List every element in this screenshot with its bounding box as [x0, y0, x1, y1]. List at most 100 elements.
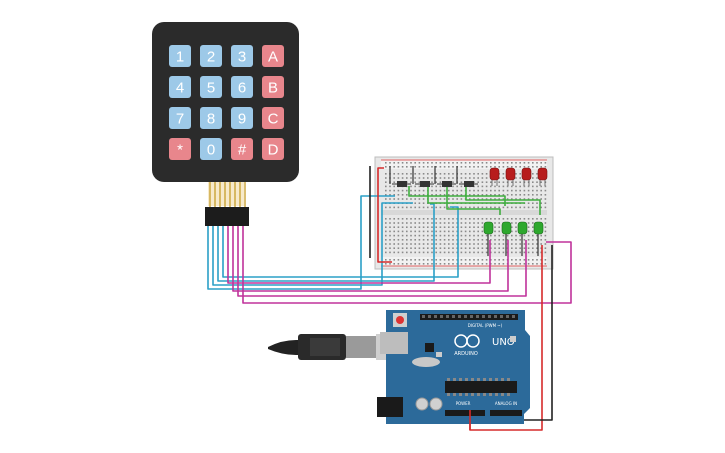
arduino-board[interactable]: DIGITAL (PWM ~) ARDUINO UNO [377, 310, 530, 424]
keypad-key-8[interactable]: 8 [200, 107, 222, 129]
keypad-key-#[interactable]: # [231, 138, 253, 160]
keypad-key-face [200, 45, 222, 67]
keypad-key-face [231, 45, 253, 67]
keypad-key-label: * [177, 142, 183, 159]
red-led [537, 167, 548, 181]
resistor [389, 166, 411, 187]
resistor [412, 166, 434, 187]
keypad-key-label: 5 [207, 80, 215, 97]
keypad-key-label: C [268, 111, 279, 128]
keypad-key-7[interactable]: 7 [169, 107, 191, 129]
ribbon-header [205, 207, 249, 226]
keypad-key-face [200, 76, 222, 98]
usb-plug-metal [346, 336, 376, 358]
small-chip [425, 343, 434, 352]
keypad-key-D[interactable]: D [262, 138, 284, 160]
wire-magenta-col3 [237, 226, 527, 297]
green-led [533, 221, 544, 235]
green-led [501, 221, 512, 235]
wire-blue-row1 [207, 195, 395, 290]
keypad-key-1[interactable]: 1 [169, 45, 191, 67]
crystal [412, 357, 440, 367]
keypad-key-A[interactable]: A [262, 45, 284, 67]
wire-blue-row4 [222, 206, 459, 278]
wire-green-3 [446, 186, 501, 215]
keypad-key-label: 0 [207, 142, 215, 159]
keypad-key-3[interactable]: 3 [231, 45, 253, 67]
bottom-power-rail [381, 257, 547, 266]
keypad-key-face [169, 45, 191, 67]
keypad-key-label: # [238, 142, 247, 159]
capacitor [429, 397, 443, 411]
ribbon-pins-area [208, 182, 244, 206]
wire-green-1 [408, 186, 506, 206]
wire-magenta-col2 [232, 226, 509, 292]
keypad-ribbon [205, 182, 249, 226]
keypad-key-*[interactable]: * [169, 138, 191, 160]
usb-jack [380, 332, 408, 354]
keypad-key-6[interactable]: 6 [231, 76, 253, 98]
digital-header-label: DIGITAL (PWM ~) [468, 323, 503, 328]
wire-blue-row2 [212, 202, 413, 286]
usb-cable [268, 334, 392, 360]
wire-red-rail [377, 167, 392, 263]
model-label: UNO [492, 337, 515, 348]
keypad-key-face [262, 107, 284, 129]
breadboard [374, 156, 554, 270]
power-jack [377, 397, 403, 417]
keypad-key-face [262, 45, 284, 67]
keypad-key-face [231, 76, 253, 98]
keypad-key-face [231, 107, 253, 129]
keypad-key-label: 2 [207, 49, 215, 66]
keypad-key-label: A [268, 49, 278, 66]
analog-label: ANALOG IN [495, 401, 517, 406]
keypad-key-9[interactable]: 9 [231, 107, 253, 129]
green-led [483, 221, 494, 235]
keypad-key-face [231, 138, 253, 160]
red-led [521, 167, 532, 181]
keypad-key-C[interactable]: C [262, 107, 284, 129]
wire-magenta-col4 [242, 226, 572, 304]
keypad-key-face [200, 138, 222, 160]
keypad[interactable]: 1 2 3 A 4 5 6 B 7 8 9 C * 0 # D [152, 22, 299, 182]
keypad-key-label: 6 [238, 80, 246, 97]
capacitor [415, 397, 429, 411]
arduino-logo-icon [454, 334, 480, 348]
breadboard-divider [381, 210, 547, 215]
keypad-key-face [169, 138, 191, 160]
analog-header [490, 410, 522, 416]
keypad-key-B[interactable]: B [262, 76, 284, 98]
red-led [489, 167, 500, 181]
keypad-key-5[interactable]: 5 [200, 76, 222, 98]
keypad-key-2[interactable]: 2 [200, 45, 222, 67]
keypad-key-0[interactable]: 0 [200, 138, 222, 160]
wire-magenta-col1 [227, 226, 491, 284]
keypad-key-label: 7 [176, 111, 184, 128]
keypad-key-label: 8 [207, 111, 215, 128]
keypad-keys[interactable]: 1 2 3 A 4 5 6 B 7 8 9 C * 0 # D [169, 45, 284, 160]
power-header [445, 410, 485, 416]
keypad-key-label: 9 [238, 111, 246, 128]
keypad-key-label: D [268, 142, 279, 159]
keypad-key-face [169, 76, 191, 98]
keypad-key-4[interactable]: 4 [169, 76, 191, 98]
keypad-key-label: B [268, 80, 278, 97]
wire-green-4 [465, 186, 541, 215]
resistor [434, 166, 456, 187]
red-led [505, 167, 516, 181]
atmega-chip [445, 381, 517, 393]
power-label: POWER [456, 401, 471, 406]
digital-header [420, 314, 518, 320]
keypad-key-face [200, 107, 222, 129]
wire-green-2 [427, 186, 525, 204]
top-power-rail [381, 160, 547, 169]
resistor [456, 166, 478, 187]
keypad-key-label: 3 [238, 49, 246, 66]
keypad-key-face [169, 107, 191, 129]
breadboard-components [389, 166, 548, 256]
wire-blue-row3 [217, 203, 435, 282]
keypad-key-label: 4 [176, 80, 184, 97]
keypad-key-label: 1 [176, 49, 184, 66]
green-led [517, 221, 528, 235]
arduino-pcb [386, 310, 530, 424]
